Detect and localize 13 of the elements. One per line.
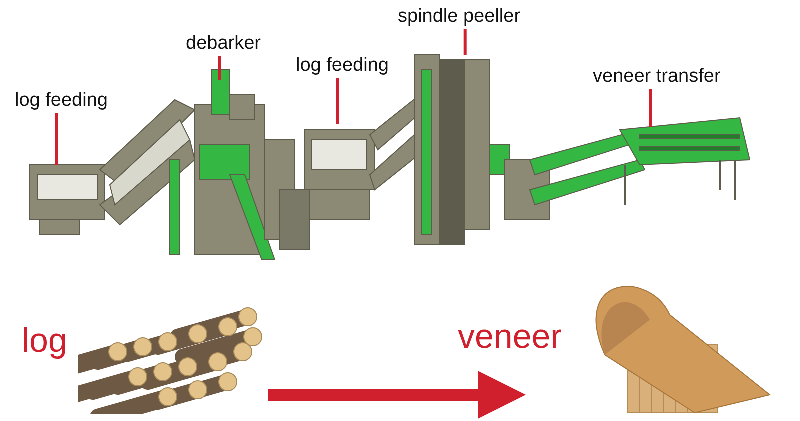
callout-label: debarker xyxy=(186,33,261,55)
leader-line xyxy=(464,29,467,55)
callout-label: log feeding xyxy=(15,90,108,112)
leader-line xyxy=(218,56,222,80)
callout-label: spindle peeller xyxy=(398,6,521,28)
product-label: veneer xyxy=(458,318,562,356)
product-label: log xyxy=(22,322,68,360)
callout-label: log feeding xyxy=(296,55,389,77)
leader-line xyxy=(55,113,58,165)
leader-line xyxy=(649,89,652,127)
leader-line xyxy=(336,78,340,124)
process-arrow xyxy=(268,371,526,419)
callout-label: veneer transfer xyxy=(593,66,721,88)
